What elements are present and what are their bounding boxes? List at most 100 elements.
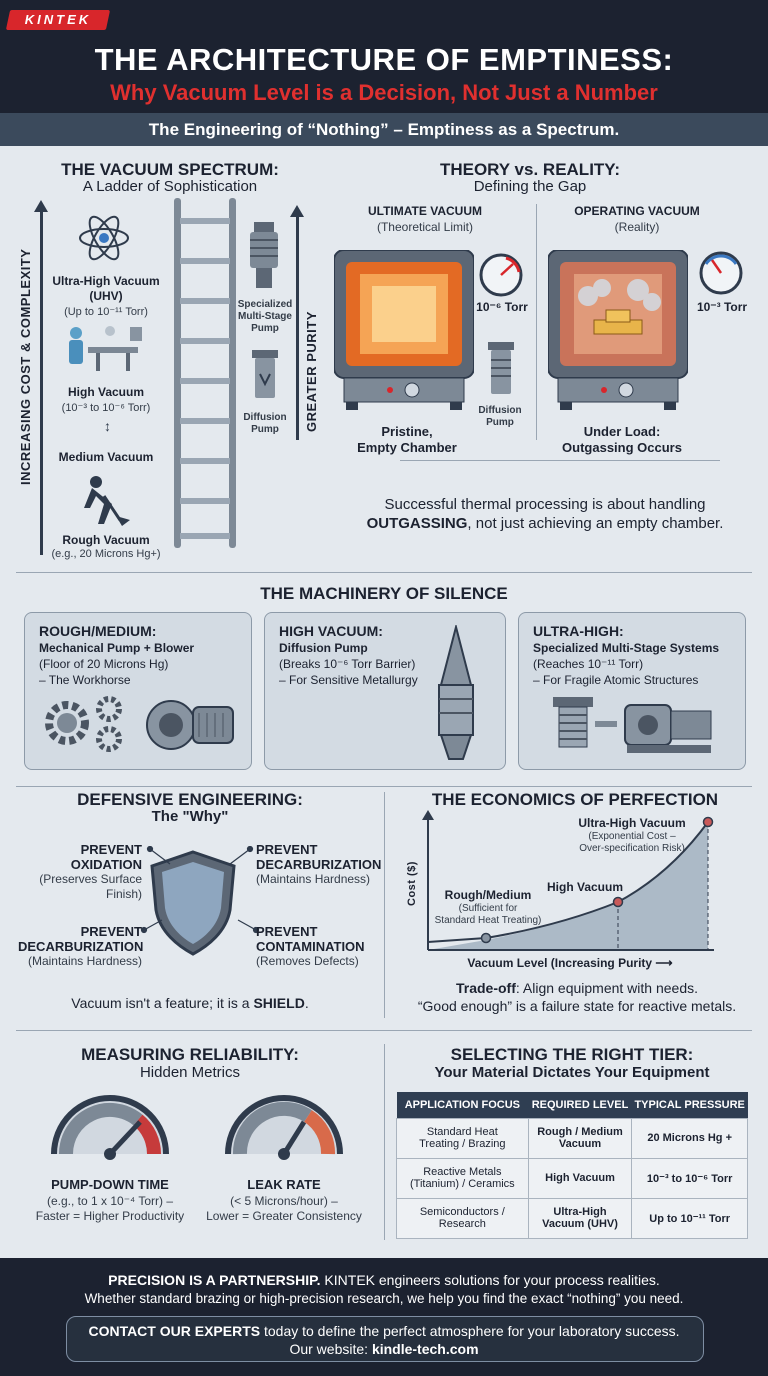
defensive-subtitle: The "Why" [151,808,229,825]
section-divider-1 [16,572,752,573]
card-line-3: – For Fragile Atomic Structures [533,673,699,687]
ultimate-vacuum-title: ULTIMATE VACUUM [368,204,482,218]
pristine-caption: Pristine,Empty Chamber [357,424,457,455]
item-detail-2: Finish) [105,887,142,901]
card-title: ULTRA-HIGH: [533,623,624,639]
uhv-detail: (Up to 10⁻¹¹ Torr) [64,306,148,318]
operating-vacuum-sub: (Reality) [614,220,660,234]
spectrum-subtitle: A Ladder of Sophistication [82,178,258,195]
item-verb: PREVENT [80,842,142,857]
ultimate-pressure-gauge-icon [479,253,523,297]
website-link[interactable]: kindle-tech.com [371,1341,479,1357]
page-subtitle: Why Vacuum Level is a Decision, Not Just… [110,80,658,105]
item-verb: PREVENT [80,924,142,939]
pump-down-detail: (e.g., to 1 x 10⁻⁴ Torr) –Faster = Highe… [35,1194,185,1223]
card-line-2: (Floor of 20 Microns Hg) [39,657,169,671]
ultimate-vacuum-sub: (Theoretical Limit) [376,220,474,234]
rough-medium-card: ROUGH/MEDIUM: Mechanical Pump + Blower (… [24,612,252,770]
high-vacuum-point-label: High Vacuum [546,880,623,894]
outgassing-note: Successful thermal processing is about h… [366,496,724,532]
contact-box[interactable] [66,1316,704,1362]
outgassing-chamber-icon [548,250,688,410]
website-line: Our website: kindle-tech.com [289,1341,479,1357]
mechanical-pump-icon [146,700,234,750]
kintek-logo[interactable]: KINTEK [5,10,111,30]
col-required-level: REQUIRED LEVEL [528,1092,632,1118]
item-detail: (Maintains Hardness) [256,872,371,886]
prevent-decarburization-bottom: PREVENT DECARBURIZATION (Maintains Hardn… [18,924,144,969]
pump-down-label: PUMP-DOWN TIME [51,1177,169,1192]
medium-vacuum-label: Medium Vacuum [58,450,154,464]
item-name: DECARBURIZATION [256,857,382,872]
leak-rate-detail: (< 5 Microns/hour) –Lower = Greater Cons… [206,1194,362,1223]
prevent-oxidation: PREVENT OXIDATION (Preserves Surface Fin… [20,842,142,902]
spectrum-banner: The Engineering of “Nothing” – Emptiness… [0,113,768,146]
rough-point-label: Rough/Medium [444,888,532,902]
uhv-point-note: (Exponential Cost –Over-specification Ri… [579,831,685,854]
table-row: Reactive Metals(Titanium) / Ceramics Hig… [396,1157,748,1199]
outgassing-caption: Under Load:Outgassing Occurs [562,424,682,455]
high-vacuum-card: HIGH VACUUM: Diffusion Pump (Breaks 10⁻⁶… [264,612,506,770]
card-line-3: – The Workhorse [39,673,131,687]
card-line-1: Diffusion Pump [279,641,368,655]
multi-stage-pump-icon [250,222,278,288]
tier-table: APPLICATION FOCUS REQUIRED LEVEL TYPICAL… [396,1092,748,1239]
tier-subtitle: Your Material Dictates Your Equipment [434,1064,710,1081]
operating-vacuum-title: OPERATING VACUUM [574,204,700,218]
pristine-chamber-icon [334,250,474,410]
economics-title: THE ECONOMICS OF PERFECTION [431,790,719,809]
cell-pressure: Up to 10⁻¹¹ Torr [631,1197,748,1239]
rough-vacuum-label: Rough Vacuum [62,533,150,547]
reliability-subtitle: Hidden Metrics [139,1064,241,1081]
contact-experts-link[interactable]: CONTACT OUR EXPERTS [88,1323,261,1339]
item-name: DECARBURIZATION [18,939,144,954]
pump-down-gauge-icon [51,1095,169,1160]
theory-subtitle: Defining the Gap [473,178,587,195]
item-verb: PREVENT [256,842,318,857]
reliability-title: MEASURING RELIABILITY: [81,1045,299,1064]
purity-arrow-head [290,205,304,217]
card-line-1: Specialized Multi-Stage Systems [533,641,720,655]
multi-stage-system-icon [553,697,712,753]
col-typical-pressure: TYPICAL PRESSURE [631,1092,748,1118]
prevent-contamination: PREVENT CONTAMINATION (Removes Defects) [256,924,380,969]
page-title: THE ARCHITECTURE OF EMPTINESS: [94,42,674,77]
contact-line: CONTACT OUR EXPERTS today to define the … [88,1323,680,1339]
card-line-2: (Breaks 10⁻⁶ Torr Barrier) [279,657,416,671]
col-application-focus: APPLICATION FOCUS [396,1092,529,1118]
footer-line-2: Whether standard brazing or high-precisi… [84,1291,684,1306]
chart-x-label: Vacuum Level (Increasing Purity ⟶ [467,956,673,970]
card-title: HIGH VACUUM: [279,623,383,639]
leak-rate-gauge-icon [225,1095,343,1160]
chart-y-label: Cost ($) [406,861,418,906]
cost-axis-label: INCREASING COST & COMPLEXITY [18,248,33,485]
connector-lines [140,846,260,934]
tradeoff-note: Trade-off: Align equipment with needs.“G… [417,980,737,1014]
cost-arrow [40,210,43,555]
card-line-1: Mechanical Pump + Blower [39,641,195,655]
defensive-title: DEFENSIVE ENGINEERING: [77,790,303,809]
uhv-label: Ultra-High Vacuum [52,274,160,288]
middle-divider-2 [384,1044,385,1240]
rough-vacuum-detail: (e.g., 20 Microns Hg+) [51,548,161,560]
theory-diffusion-pump-icon [488,342,514,394]
high-vacuum-label: High Vacuum [67,385,144,399]
cell-pressure: 20 Microns Hg + [631,1117,748,1159]
high-vacuum-detail: (10⁻³ to 10⁻⁶ Torr) [61,402,151,414]
diffusion-pump-icon [252,350,278,398]
card-title: ROUGH/MEDIUM: [39,623,157,639]
item-name: CONTAMINATION [256,939,365,954]
cell-application: Reactive Metals(Titanium) / Ceramics [396,1157,529,1199]
uhv-abbr: (UHV) [89,289,123,303]
uhv-point-label: Ultra-High Vacuum [578,816,686,830]
item-name: OXIDATION [70,857,142,872]
logo-text: KINTEK [24,12,92,27]
ultra-high-card: ULTRA-HIGH: Specialized Multi-Stage Syst… [518,612,746,770]
card-line-2: (Reaches 10⁻¹¹ Torr) [533,657,644,671]
cost-curve-chart [422,810,714,951]
